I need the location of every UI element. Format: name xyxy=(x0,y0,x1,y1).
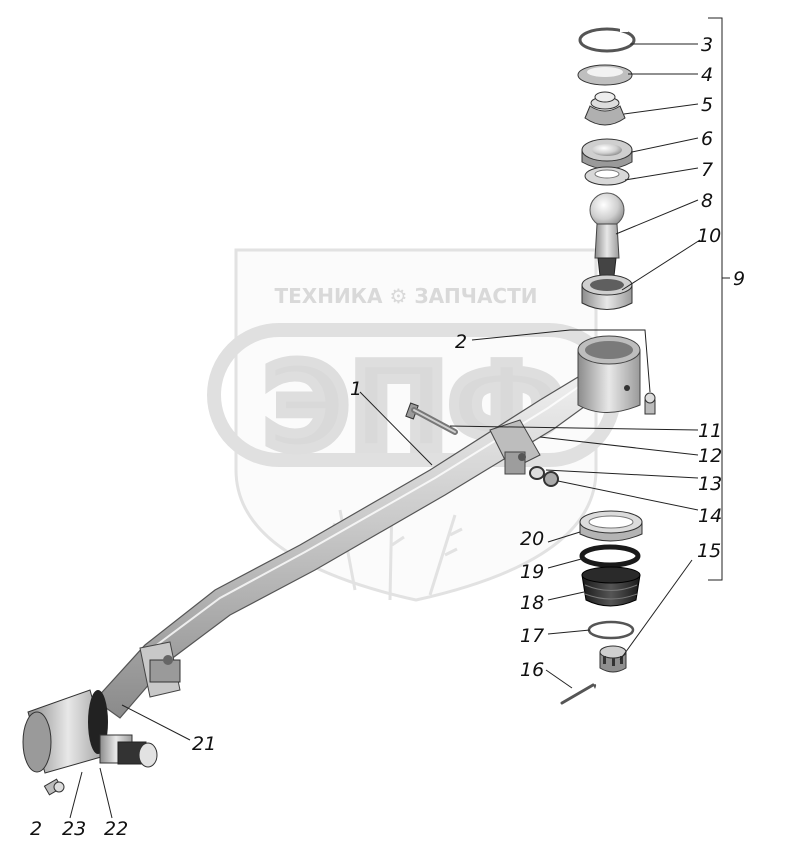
callout-7: 7 xyxy=(701,159,713,181)
callout-3: 3 xyxy=(701,34,713,56)
callout-12: 12 xyxy=(698,445,722,467)
grease-nipple-left xyxy=(43,778,65,796)
cover-plate-4 xyxy=(577,64,633,86)
clamp-right xyxy=(489,419,541,475)
callout-6: 6 xyxy=(701,128,713,150)
callout-14: 14 xyxy=(698,505,722,527)
callout-19: 19 xyxy=(520,561,544,583)
callout-15: 15 xyxy=(697,540,721,562)
callout-16: 16 xyxy=(520,659,544,681)
callout-18: 18 xyxy=(520,592,544,614)
callout-17: 17 xyxy=(520,625,544,647)
left-end-housing xyxy=(22,689,109,774)
clamp-left xyxy=(139,641,181,698)
callout-8: 8 xyxy=(701,190,713,212)
seal-ring-19 xyxy=(579,544,641,568)
castle-nut-15 xyxy=(599,645,627,673)
callout-13: 13 xyxy=(698,473,722,495)
washer-13 xyxy=(529,466,545,480)
callout-10: 10 xyxy=(697,225,721,247)
ring-7 xyxy=(584,166,630,186)
grease-nipple-right xyxy=(644,392,656,415)
callouts: 3 4 5 6 7 8 10 9 2 1 11 12 13 14 20 19 1… xyxy=(30,34,745,840)
nut-14 xyxy=(543,471,559,487)
bushing-10 xyxy=(581,274,633,310)
snap-ring-3 xyxy=(578,27,636,53)
ball-pin-8 xyxy=(589,192,625,277)
left-ball-pin xyxy=(99,734,158,768)
callout-22: 22 xyxy=(104,818,128,840)
right-end-housing xyxy=(577,335,641,413)
cotter-pin-16 xyxy=(560,683,597,705)
callout-11: 11 xyxy=(698,420,722,442)
callout-2-upper: 2 xyxy=(455,331,467,353)
watermark-brand-line: ТЕХНИКА ⚙ ЗАПЧАСТИ xyxy=(274,284,537,308)
callout-4: 4 xyxy=(701,64,713,86)
leader-lines xyxy=(69,43,701,819)
watermark-shield xyxy=(234,248,598,602)
callout-2-lower: 2 xyxy=(30,818,42,840)
callout-1: 1 xyxy=(350,378,362,400)
spring-5 xyxy=(584,91,626,126)
clamp-bolt xyxy=(405,402,458,435)
callout-9: 9 xyxy=(733,268,745,290)
callout-23: 23 xyxy=(62,818,86,840)
ball-seat-6 xyxy=(581,138,633,170)
callout-20: 20 xyxy=(520,528,544,550)
callout-5: 5 xyxy=(701,94,713,116)
callout-21: 21 xyxy=(192,733,216,755)
rubber-boot-18 xyxy=(581,566,641,607)
spring-ring-17 xyxy=(587,620,635,640)
retainer-20 xyxy=(579,510,643,542)
group-bracket-9 xyxy=(708,17,730,581)
